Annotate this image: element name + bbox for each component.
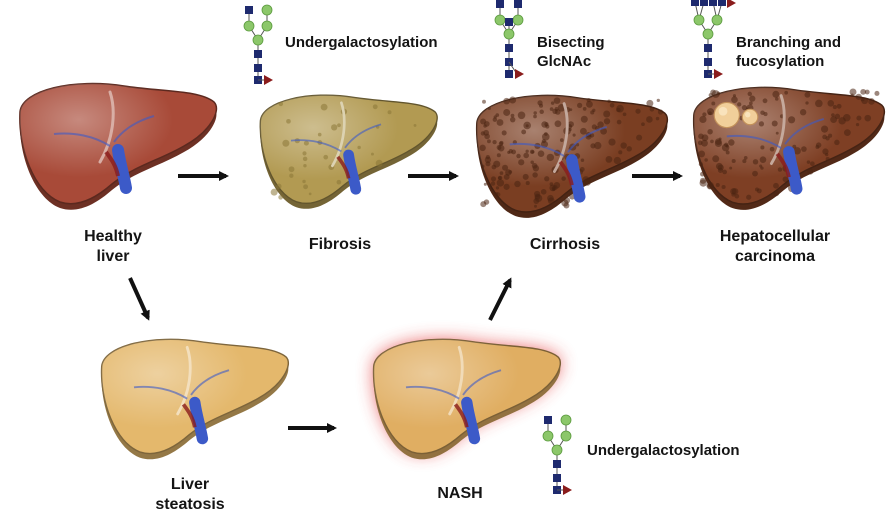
arrow-nash-to-cirrhosis bbox=[488, 277, 512, 321]
healthy-liver-icon bbox=[19, 82, 218, 210]
cirrhotic-liver-icon bbox=[475, 94, 668, 218]
fatty-liver-icon bbox=[100, 338, 289, 460]
arrow-healthy-to-fatty bbox=[128, 277, 150, 321]
fibrotic-liver-icon bbox=[259, 94, 438, 209]
undergalactosylation-label-bottom: Undergalactosylation bbox=[587, 442, 740, 459]
glycan-branched-fucosylated-icon bbox=[691, 0, 736, 79]
liver-disease-progression-diagram bbox=[19, 0, 885, 495]
fibrosis-label: Fibrosis bbox=[308, 236, 372, 253]
nash-label: NASH bbox=[437, 485, 483, 502]
glycan-undergalactosylated-icon bbox=[243, 4, 273, 85]
cirrhosis-label: Cirrhosis bbox=[529, 236, 601, 253]
undergalactosylation-label-top: Undergalactosylation bbox=[285, 34, 438, 51]
hcc-liver-icon bbox=[692, 86, 885, 210]
nash-liver-icon bbox=[372, 338, 561, 460]
glycan-undergalactosylated-icon bbox=[542, 414, 572, 495]
glycan-bisecting-glcnac-icon bbox=[494, 0, 524, 79]
